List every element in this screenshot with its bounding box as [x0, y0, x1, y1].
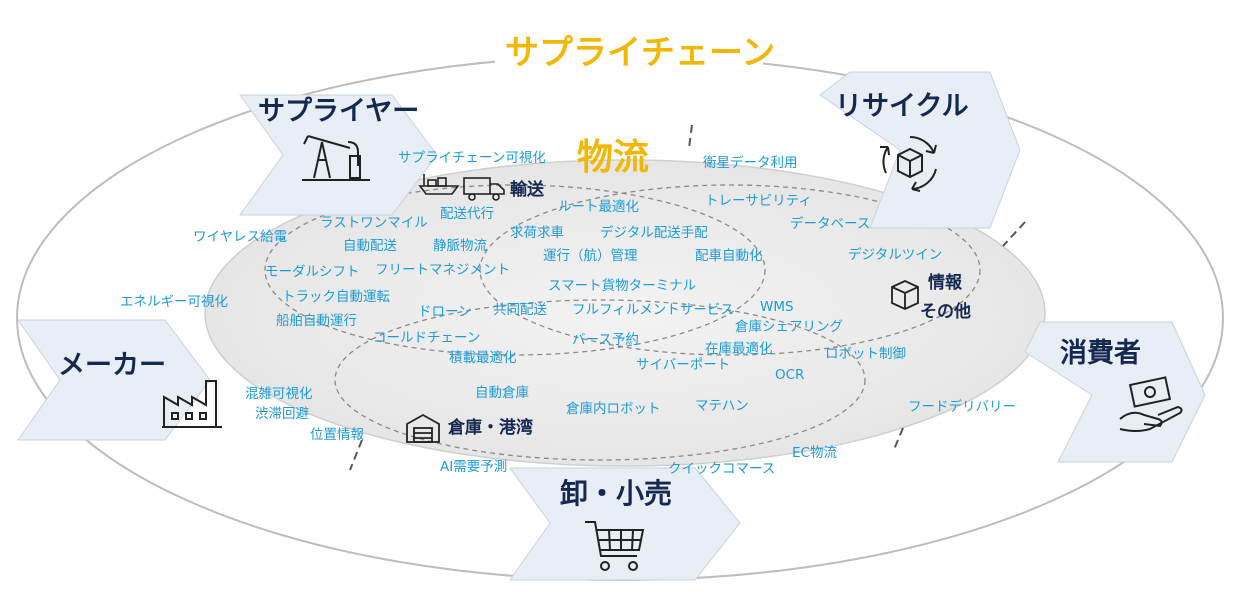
retail-chevron — [509, 467, 741, 581]
recycle-chevron — [819, 71, 1021, 229]
keyword: トラック自動運転 — [282, 289, 390, 305]
keyword: 静脈物流 — [433, 238, 487, 254]
shopping-cart-icon — [585, 521, 645, 571]
keyword: トレーサビリティ — [705, 193, 812, 209]
keyword: 自動配送 — [343, 238, 397, 254]
keyword: 配送代行 — [440, 206, 494, 222]
separator — [892, 427, 904, 453]
warehouse-hub-label: 倉庫・港湾 — [448, 418, 533, 438]
keyword: ラストワンマイル — [320, 215, 428, 231]
page-title: サプライチェーン — [505, 33, 776, 73]
keyword: モーダルシフト — [265, 264, 360, 280]
keyword: EC物流 — [792, 445, 837, 461]
title-box — [495, 33, 763, 75]
keyword: 求荷求車 — [510, 225, 564, 241]
logistics-ellipse — [204, 159, 1046, 467]
keyword: 配車自動化 — [695, 248, 763, 264]
keyword: エネルギー可視化 — [120, 294, 228, 310]
keyword: 運行（航）管理 — [543, 248, 638, 264]
transport-ellipse — [264, 184, 766, 356]
keyword: 自動倉庫 — [475, 385, 529, 401]
keyword: ドローン — [418, 304, 472, 320]
keyword: サイバーポート — [636, 357, 731, 373]
keyword: 倉庫シェアリング — [735, 319, 843, 335]
keyword: バース予約 — [572, 332, 639, 348]
keyword: フルフィルメントサービス — [572, 302, 734, 318]
keyword: デジタル配送手配 — [600, 225, 708, 241]
supplier-label: サプライヤー — [258, 96, 420, 127]
info-hub-label-line2: その他 — [920, 302, 971, 322]
keyword: 混雑可視化 — [245, 386, 313, 402]
maker-label: メーカー — [58, 350, 166, 381]
separator — [349, 439, 363, 471]
keyword: 衛星データ利用 — [703, 155, 798, 171]
keyword: データベース — [790, 216, 871, 232]
info-hub-label-line1: 情報 — [928, 273, 962, 293]
keyword: 位置情報 — [310, 427, 364, 443]
keyword: フリートマネジメント — [375, 262, 510, 278]
keyword: OCR — [775, 367, 805, 383]
maker-chevron — [17, 319, 211, 441]
hand-money-icon — [1119, 376, 1183, 432]
keyword: AI需要予測 — [440, 459, 508, 475]
retail-label: 卸・小売 — [560, 477, 673, 510]
info-ellipse — [479, 184, 981, 356]
keyword: 船舶自動運行 — [276, 313, 357, 329]
keyword: ルート最適化 — [558, 199, 639, 215]
keyword: ロボット制御 — [825, 346, 906, 362]
keyword: 渋滞回避 — [255, 406, 309, 422]
truck-icon — [463, 177, 505, 201]
supplier-chevron — [239, 94, 438, 216]
keyword: マテハン — [695, 398, 749, 414]
warehouse-icon — [406, 413, 440, 443]
separator — [1002, 221, 1026, 247]
keyword: デジタルツイン — [848, 247, 943, 263]
keyword: コールドチェーン — [373, 330, 481, 346]
oil-pump-icon — [302, 135, 370, 181]
separator — [688, 124, 693, 149]
keyword: 共同配送 — [493, 302, 547, 318]
keyword: フードデリバリー — [908, 399, 1016, 415]
keyword: 在庫最適化 — [705, 341, 773, 357]
keyword: 積載最適化 — [449, 350, 517, 366]
keyword: 倉庫内ロボット — [566, 401, 661, 417]
keyword: サプライチェーン可視化 — [398, 150, 546, 166]
recycle-box-icon — [880, 136, 937, 192]
transport-hub-label: 輸送 — [510, 180, 544, 200]
warehouse-ellipse — [334, 299, 866, 461]
logistics-title: 物流 — [577, 137, 650, 178]
keyword: ワイヤレス給電 — [193, 229, 288, 245]
recycle-label: リサイクル — [835, 91, 969, 122]
box-icon — [891, 280, 919, 310]
ship-icon — [418, 174, 460, 195]
consumer-label: 消費者 — [1060, 338, 1141, 369]
factory-icon — [162, 380, 222, 428]
keyword: クイックコマース — [668, 461, 776, 477]
keyword: WMS — [760, 299, 794, 315]
keyword: スマート貨物ターミナル — [548, 278, 697, 294]
